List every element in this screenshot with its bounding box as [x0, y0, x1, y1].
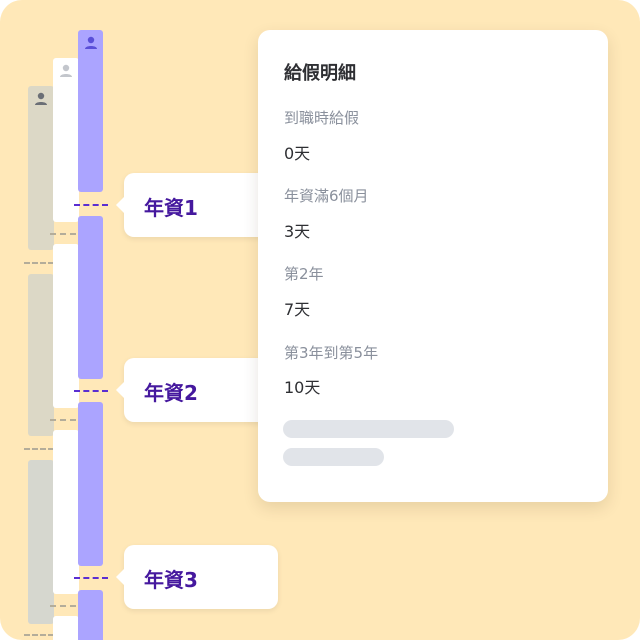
- timeline-divider: [50, 419, 76, 421]
- user-avatar-icon: [33, 91, 49, 107]
- timeline-column-2-segment: [53, 58, 79, 222]
- timeline-column-3-segment: [28, 460, 54, 624]
- timeline-column-2-segment: [53, 244, 79, 408]
- leave-rule-label: 第3年到第5年: [284, 344, 379, 362]
- timeline-column-1-segment: [78, 590, 103, 640]
- leave-rule-label: 年資滿6個月: [284, 187, 369, 205]
- tag-pointer: [116, 197, 124, 213]
- timeline-column-1-segment: [78, 402, 103, 566]
- timeline-divider: [50, 233, 76, 235]
- seniority-tag-1: 年資1: [116, 173, 278, 237]
- timeline-column-3-segment: [28, 274, 54, 436]
- tag-pointer: [116, 382, 124, 398]
- timeline-divider: [24, 634, 54, 636]
- seniority-tag-2: 年資2: [116, 358, 278, 422]
- leave-rule-label: 第2年: [284, 265, 324, 283]
- leave-days-value: 0天: [284, 144, 311, 163]
- timeline-divider-active: [74, 390, 108, 392]
- seniority-tag-label: 年資2: [144, 381, 198, 405]
- timeline-column-1-segment: [78, 30, 103, 192]
- leave-rule-label: 到職時給假: [284, 109, 360, 127]
- timeline-column-3-segment: [28, 86, 54, 250]
- timeline-column-1-segment: [78, 216, 103, 379]
- loading-placeholder-line: [283, 420, 454, 438]
- timeline-divider: [50, 605, 76, 607]
- timeline-divider-active: [74, 577, 108, 579]
- timeline-divider-active: [74, 204, 108, 206]
- timeline-column-2-segment: [53, 616, 79, 640]
- user-avatar-icon: [83, 35, 99, 51]
- timeline-column-2-segment: [53, 430, 79, 594]
- tag-pointer: [116, 569, 124, 585]
- seniority-tag-3: 年資3: [116, 545, 278, 609]
- seniority-tag-label: 年資3: [144, 568, 198, 592]
- user-avatar-icon: [58, 63, 74, 79]
- timeline-divider: [24, 262, 54, 264]
- leave-days-value: 7天: [284, 300, 311, 319]
- leave-days-value: 10天: [284, 378, 321, 397]
- card-title: 給假明細: [284, 63, 356, 84]
- leave-detail-card: 給假明細 到職時給假 0天 年資滿6個月 3天 第2年 7天 第3年到第5年 1…: [258, 30, 608, 502]
- seniority-tag-label: 年資1: [144, 196, 198, 220]
- timeline-divider: [24, 448, 54, 450]
- loading-placeholder-line: [283, 448, 384, 466]
- leave-days-value: 3天: [284, 222, 311, 241]
